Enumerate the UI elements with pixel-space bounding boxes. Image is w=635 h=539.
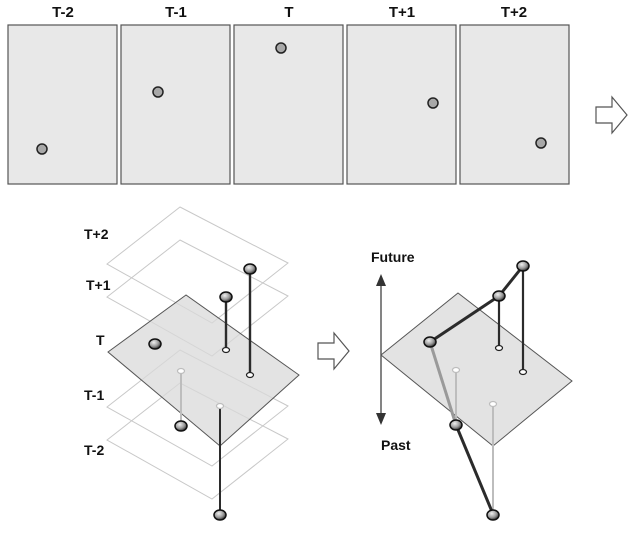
traj-ball-t	[423, 336, 437, 348]
frame-label-t-plus-1: T+1	[389, 4, 415, 21]
right-arrow-icon	[595, 95, 628, 135]
layer-plane-t-minus-2	[106, 382, 289, 500]
frame-t-minus-1	[120, 24, 231, 185]
path-past-segment-1	[428, 341, 458, 426]
right-arrow-icon-2	[317, 331, 350, 371]
frame-t-plus-2	[459, 24, 570, 185]
frame-t-minus-2	[7, 24, 118, 185]
object-dot-t-minus-2	[36, 143, 48, 155]
traj-ball-t-minus-2	[486, 509, 500, 521]
layer-label-t: T	[96, 332, 105, 348]
layer-label-t-minus-2: T-2	[84, 442, 104, 458]
path-future-segment-2	[497, 265, 525, 297]
layer-label-t-minus-1: T-1	[84, 387, 104, 403]
frame-t	[233, 24, 344, 185]
path-past-segment-2	[454, 424, 495, 515]
object-dot-t-plus-2	[535, 137, 547, 149]
past-arrowhead-icon	[376, 413, 386, 425]
frame-label-t-plus-2: T+2	[501, 4, 527, 21]
trajectory-view: Future Past	[371, 249, 573, 521]
object-dot-t	[275, 42, 287, 54]
traj-ball-t-plus-1	[492, 290, 506, 302]
traj-anchor-t-minus-2	[488, 400, 498, 408]
layer-stack: T+2 T+1 T T-1 T-2	[84, 206, 300, 521]
object-dot-t-plus-1	[427, 97, 439, 109]
future-label: Future	[371, 249, 415, 265]
traj-ball-t-minus-1	[449, 419, 463, 431]
anchor-t-minus-1	[176, 367, 186, 375]
past-label: Past	[381, 437, 411, 453]
layer-label-t-plus-2: T+2	[84, 226, 109, 242]
traj-anchor-t-plus-2	[518, 368, 528, 376]
frame-label-t-minus-2: T-2	[52, 4, 74, 21]
object-ball-t-plus-2	[243, 263, 257, 275]
path-future-segment-1	[429, 294, 500, 344]
object-ball-t-minus-2	[213, 509, 227, 521]
layer-label-t-plus-1: T+1	[86, 277, 111, 293]
object-dot-t-minus-1	[152, 86, 164, 98]
object-ball-t-minus-1	[174, 420, 188, 432]
anchor-t-plus-1	[221, 346, 231, 354]
object-ball-t-plus-1	[219, 291, 233, 303]
frame-label-t-minus-1: T-1	[165, 4, 187, 21]
anchor-t-minus-2	[215, 402, 225, 410]
object-ball-t	[148, 338, 162, 350]
anchor-t-plus-2	[245, 371, 255, 379]
traj-anchor-t-plus-1	[494, 344, 504, 352]
frame-t-plus-1	[346, 24, 457, 185]
frame-sequence: T-2 T-1 T T+1 T+2	[7, 4, 570, 185]
traj-anchor-t-minus-1	[451, 366, 461, 374]
frame-label-t: T	[284, 4, 293, 21]
traj-ball-t-plus-2	[516, 260, 530, 272]
future-arrowhead-icon	[376, 274, 386, 286]
current-plane-t	[380, 292, 573, 447]
